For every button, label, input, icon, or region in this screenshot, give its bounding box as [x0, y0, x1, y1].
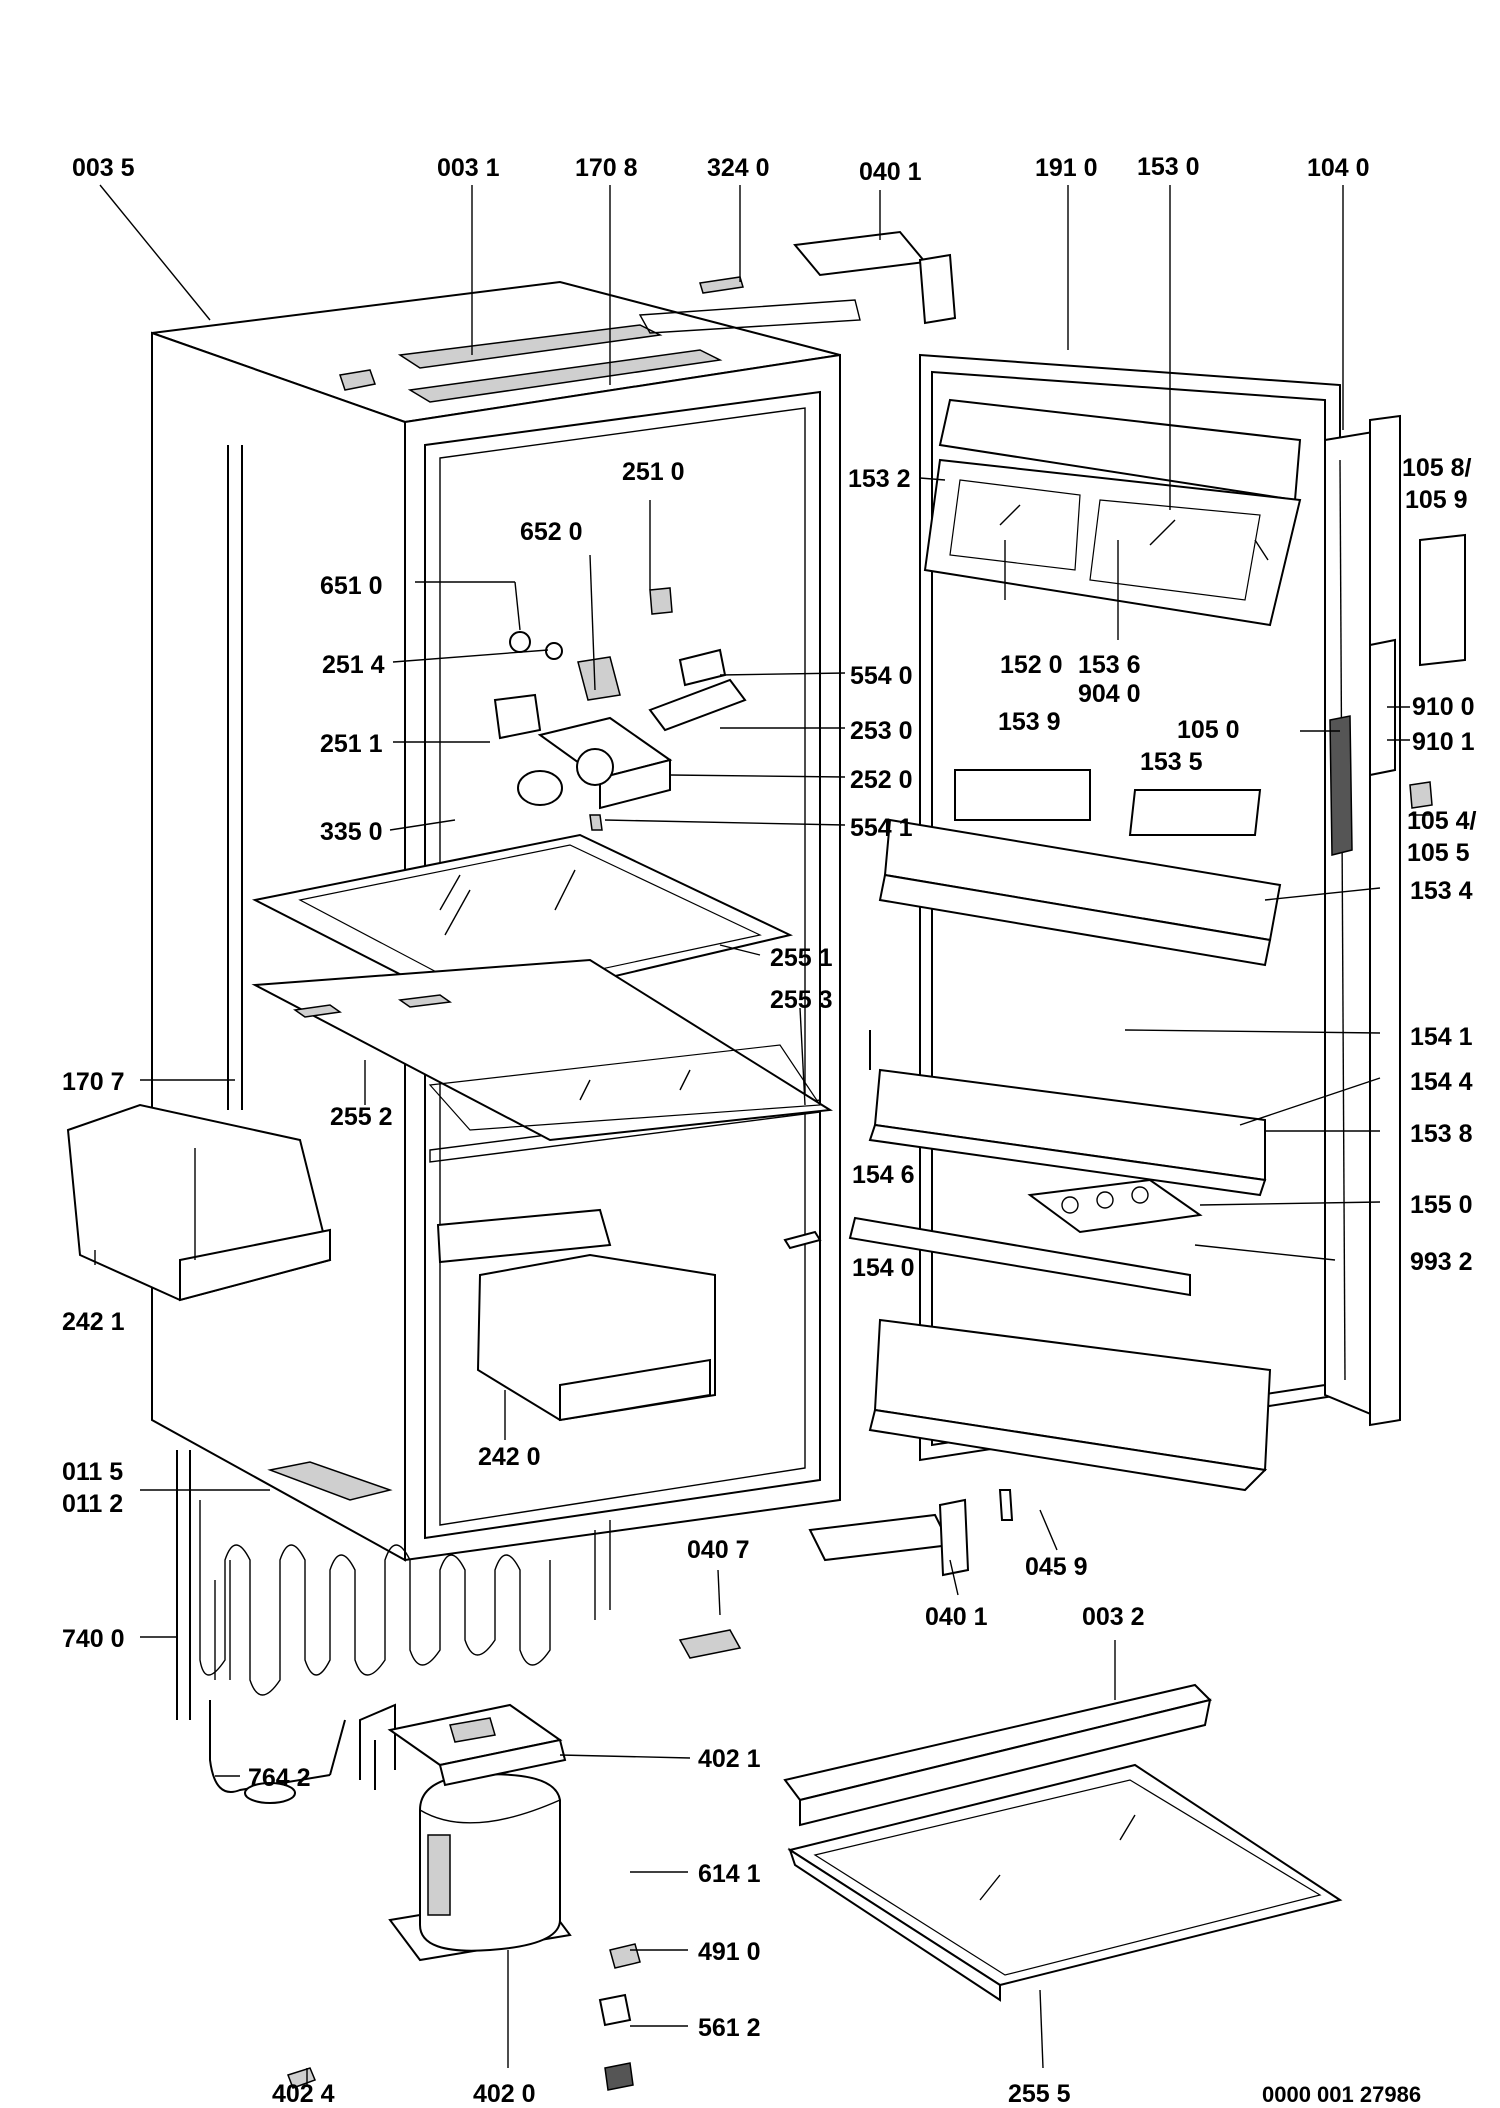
door-side-parts — [998, 533, 1466, 1521]
thermal-tube-764-2 — [209, 1700, 346, 1804]
part-label: 040 7 — [687, 1536, 750, 1564]
part-label: 170 7 — [62, 1068, 125, 1096]
part-label: 324 0 — [707, 154, 770, 182]
part-label: 402 4 — [272, 2080, 335, 2108]
compressor-bracket-402-1 — [387, 1703, 567, 1787]
part-label: 251 4 — [322, 651, 385, 679]
part-label: 040 1 — [925, 1603, 988, 1631]
part-label: 011 2 — [62, 1490, 123, 1518]
part-label: 251 1 — [320, 730, 383, 758]
part-label: 554 0 — [850, 662, 913, 690]
part-label: 402 0 — [473, 2080, 536, 2108]
condenser-coil — [176, 1450, 611, 1720]
part-label: 153 5 — [1140, 748, 1203, 776]
part-label: 003 1 — [437, 154, 500, 182]
part-label: 740 0 — [62, 1625, 125, 1653]
part-label: 153 0 — [1137, 153, 1200, 181]
part-label: 764 2 — [248, 1764, 311, 1792]
part-label: 154 6 — [852, 1161, 915, 1189]
drawer-242-0 — [436, 1208, 716, 1422]
bottle-rack-154-6 — [848, 1216, 1191, 1297]
door-shelf-153-4 — [878, 769, 1282, 967]
part-label: 255 3 — [770, 986, 833, 1014]
part-label: 154 4 — [1410, 1068, 1473, 1096]
part-label: 242 1 — [62, 1308, 125, 1336]
plinth-003-2 — [783, 1683, 1212, 1827]
part-label: 045 9 — [1025, 1553, 1088, 1581]
part-label: 255 2 — [330, 1103, 393, 1131]
part-label: 154 1 — [1410, 1023, 1473, 1051]
part-label: 105 0 — [1177, 716, 1240, 744]
part-label: 003 2 — [1082, 1603, 1145, 1631]
bottle-shelf-154-0 — [868, 1318, 1272, 1492]
part-label: 105 8/ — [1402, 454, 1472, 482]
part-label: 153 9 — [998, 708, 1061, 736]
part-label: 491 0 — [698, 1938, 761, 1966]
part-label: 153 6 — [1078, 651, 1141, 679]
part-label: 104 0 — [1307, 154, 1370, 182]
part-label: 242 0 — [478, 1443, 541, 1471]
part-label: 651 0 — [320, 572, 383, 600]
control-unit — [493, 587, 747, 831]
egg-tray-155-0 — [1027, 1178, 1203, 1234]
part-label: 255 1 — [770, 944, 833, 972]
leader-lines — [94, 184, 1430, 2085]
part-label: 993 2 — [1410, 1248, 1473, 1276]
part-label: 253 0 — [850, 717, 913, 745]
part-label: 040 1 — [859, 158, 922, 186]
part-label: 105 9 — [1405, 486, 1468, 514]
glass-shelf-255-5 — [787, 1763, 1343, 2002]
part-label: 191 0 — [1035, 154, 1098, 182]
part-label: 105 4/ — [1407, 807, 1477, 835]
part-label: 904 0 — [1078, 680, 1141, 708]
door-shelf-153-8 — [868, 1030, 1267, 1197]
part-label: 011 5 — [62, 1458, 123, 1486]
part-label: 910 1 — [1412, 728, 1475, 756]
part-label: 910 0 — [1412, 693, 1475, 721]
small-parts — [287, 1629, 742, 2091]
part-label: 561 2 — [698, 2014, 761, 2042]
door-compartment-lid — [923, 398, 1302, 627]
shelf-255-3 — [251, 958, 833, 1142]
part-label: 252 0 — [850, 766, 913, 794]
part-label: 153 2 — [848, 465, 911, 493]
part-label: 554 1 — [850, 814, 913, 842]
part-label: 652 0 — [520, 518, 583, 546]
part-label: 335 0 — [320, 818, 383, 846]
part-label: 153 4 — [1410, 877, 1473, 905]
drawer-242-1 — [66, 1103, 332, 1302]
part-label: 170 8 — [575, 154, 638, 182]
part-label: 251 0 — [622, 458, 685, 486]
part-label: 255 5 — [1008, 2080, 1071, 2108]
part-label: 105 5 — [1407, 839, 1470, 867]
compressor-402-0 — [359, 1703, 572, 1962]
part-label: 153 8 — [1410, 1120, 1473, 1148]
hinge-bottom — [783, 1230, 970, 1577]
part-label: 152 0 — [1000, 651, 1063, 679]
part-label: 154 0 — [852, 1254, 915, 1282]
part-labels: 003 5 003 1 170 8 324 0 040 1 191 0 153 … — [62, 153, 1477, 2108]
hinge-top — [793, 230, 957, 325]
part-label: 614 1 — [698, 1860, 761, 1888]
document-number: 0000 001 27986 — [1262, 2082, 1421, 2107]
part-label: 155 0 — [1410, 1191, 1473, 1219]
part-label: 003 5 — [72, 154, 135, 182]
part-label: 402 1 — [698, 1745, 761, 1773]
